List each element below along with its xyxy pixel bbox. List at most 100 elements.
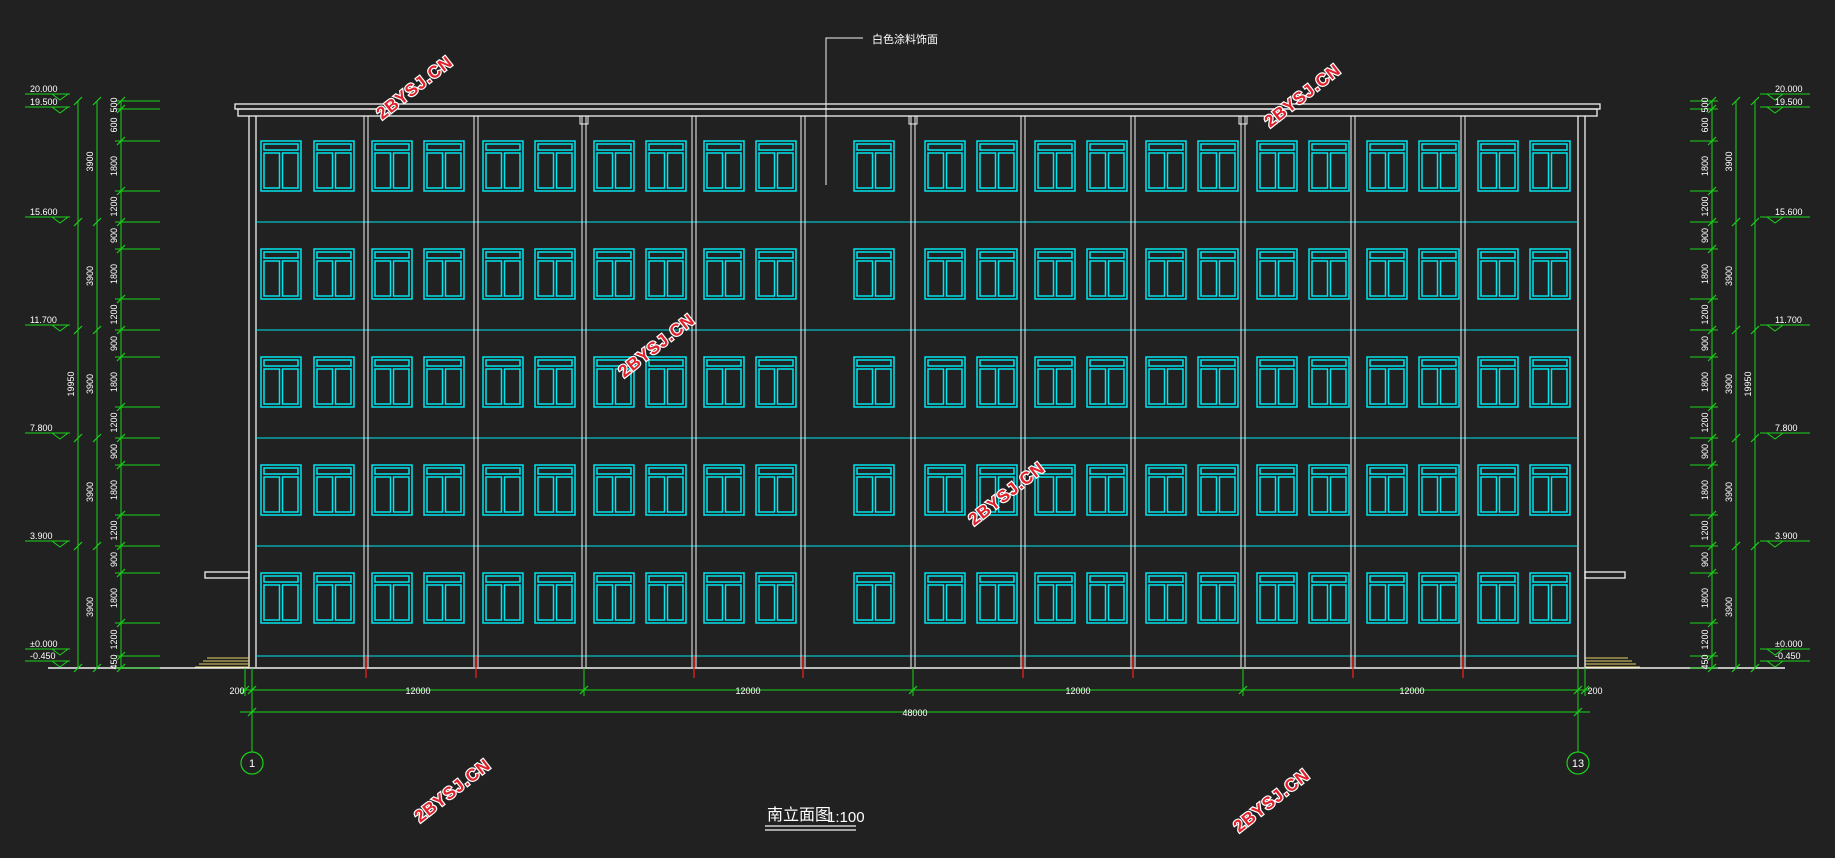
window-frame: [1529, 140, 1571, 192]
window-sash: [392, 152, 410, 189]
window-sash: [614, 476, 632, 513]
window: [371, 356, 413, 408]
level-marker: [1765, 106, 1785, 114]
window-sash: [426, 368, 444, 405]
inner-dim-label: 600: [109, 117, 119, 132]
window-transom: [426, 251, 462, 259]
window-frame: [853, 356, 895, 408]
window-sash: [724, 584, 742, 621]
window-sash: [1387, 368, 1405, 405]
window: [1086, 572, 1128, 624]
floor-dim-label: 3900: [85, 266, 95, 286]
window-sash: [666, 368, 684, 405]
window: [1256, 356, 1298, 408]
window-transom: [758, 143, 794, 151]
window-transom: [537, 467, 573, 475]
inner-dim-label: 1800: [1700, 264, 1710, 284]
window-transom: [1369, 575, 1405, 583]
window-frame: [1197, 572, 1239, 624]
dim-tick: [1731, 541, 1741, 551]
window-sash: [1259, 152, 1277, 189]
window: [1034, 356, 1076, 408]
window-sash: [706, 152, 724, 189]
window-sash: [1277, 260, 1295, 297]
window-sash: [927, 584, 945, 621]
window: [976, 248, 1018, 300]
window-sash: [596, 584, 614, 621]
dim-tick: [1731, 433, 1741, 443]
window-sash: [503, 152, 521, 189]
window: [1308, 572, 1350, 624]
window-sash: [537, 368, 555, 405]
window-frame: [371, 464, 413, 516]
window-transom: [927, 575, 963, 583]
window-transom: [1200, 143, 1236, 151]
window: [924, 356, 966, 408]
floor-dim-label: 3900: [1724, 482, 1734, 502]
level-label: 11.700: [1775, 315, 1802, 325]
window-frame: [1256, 356, 1298, 408]
window-sash: [1037, 476, 1055, 513]
window-transom: [263, 575, 299, 583]
window-transom: [316, 467, 352, 475]
inner-dim-label: 450: [1700, 654, 1710, 669]
dim-tick: [908, 685, 918, 695]
window-sash: [614, 260, 632, 297]
window-sash: [426, 476, 444, 513]
window-sash: [1387, 152, 1405, 189]
window: [645, 248, 687, 300]
window-sash: [1387, 584, 1405, 621]
window-transom: [1311, 251, 1347, 259]
window: [593, 140, 635, 192]
window-transom: [1200, 575, 1236, 583]
canopy-right: [1584, 571, 1626, 579]
window-transom: [1421, 575, 1457, 583]
window-frame: [313, 248, 355, 300]
dim-tick: [116, 568, 126, 578]
window-sash: [1480, 260, 1498, 297]
entrance-steps: [195, 657, 1640, 668]
window-transom: [1311, 143, 1347, 151]
window-frame: [1529, 464, 1571, 516]
window-frame: [1418, 140, 1460, 192]
dimension-chain-left: 5006001800120090018001200900180012009001…: [25, 84, 160, 673]
inner-dim-label: 1800: [109, 264, 119, 284]
window-transom: [1089, 143, 1125, 151]
window-sash: [1311, 584, 1329, 621]
window-transom: [856, 467, 892, 475]
window: [1529, 140, 1571, 192]
window-sash: [444, 584, 462, 621]
window-transom: [1037, 143, 1073, 151]
inner-dim-label: 1800: [1700, 156, 1710, 176]
window-frame: [1145, 464, 1187, 516]
window-transom: [648, 143, 684, 151]
window-sash: [1277, 152, 1295, 189]
window-frame: [482, 572, 524, 624]
floor-dim-label: 3900: [1724, 151, 1734, 171]
window-transom: [596, 467, 632, 475]
window: [1308, 356, 1350, 408]
window-frame: [1197, 356, 1239, 408]
dim-tick: [116, 510, 126, 520]
window-sash: [945, 476, 963, 513]
level-marker: [50, 660, 70, 668]
window-sash: [666, 476, 684, 513]
level-marker: [1765, 324, 1785, 332]
window-sash: [485, 584, 503, 621]
window-sash: [1480, 476, 1498, 513]
window-transom: [596, 359, 632, 367]
window-frame: [313, 464, 355, 516]
window-sash: [334, 584, 352, 621]
window-frame: [853, 464, 895, 516]
window-sash: [426, 584, 444, 621]
window: [1366, 356, 1408, 408]
window-frame: [1477, 572, 1519, 624]
level-label: 19.500: [30, 97, 58, 107]
window-sash: [1055, 368, 1073, 405]
window-transom: [374, 143, 410, 151]
inner-dim-label: 1200: [1700, 196, 1710, 216]
window-transom: [374, 575, 410, 583]
window-sash: [1532, 584, 1550, 621]
window-sash: [281, 260, 299, 297]
window: [1477, 356, 1519, 408]
